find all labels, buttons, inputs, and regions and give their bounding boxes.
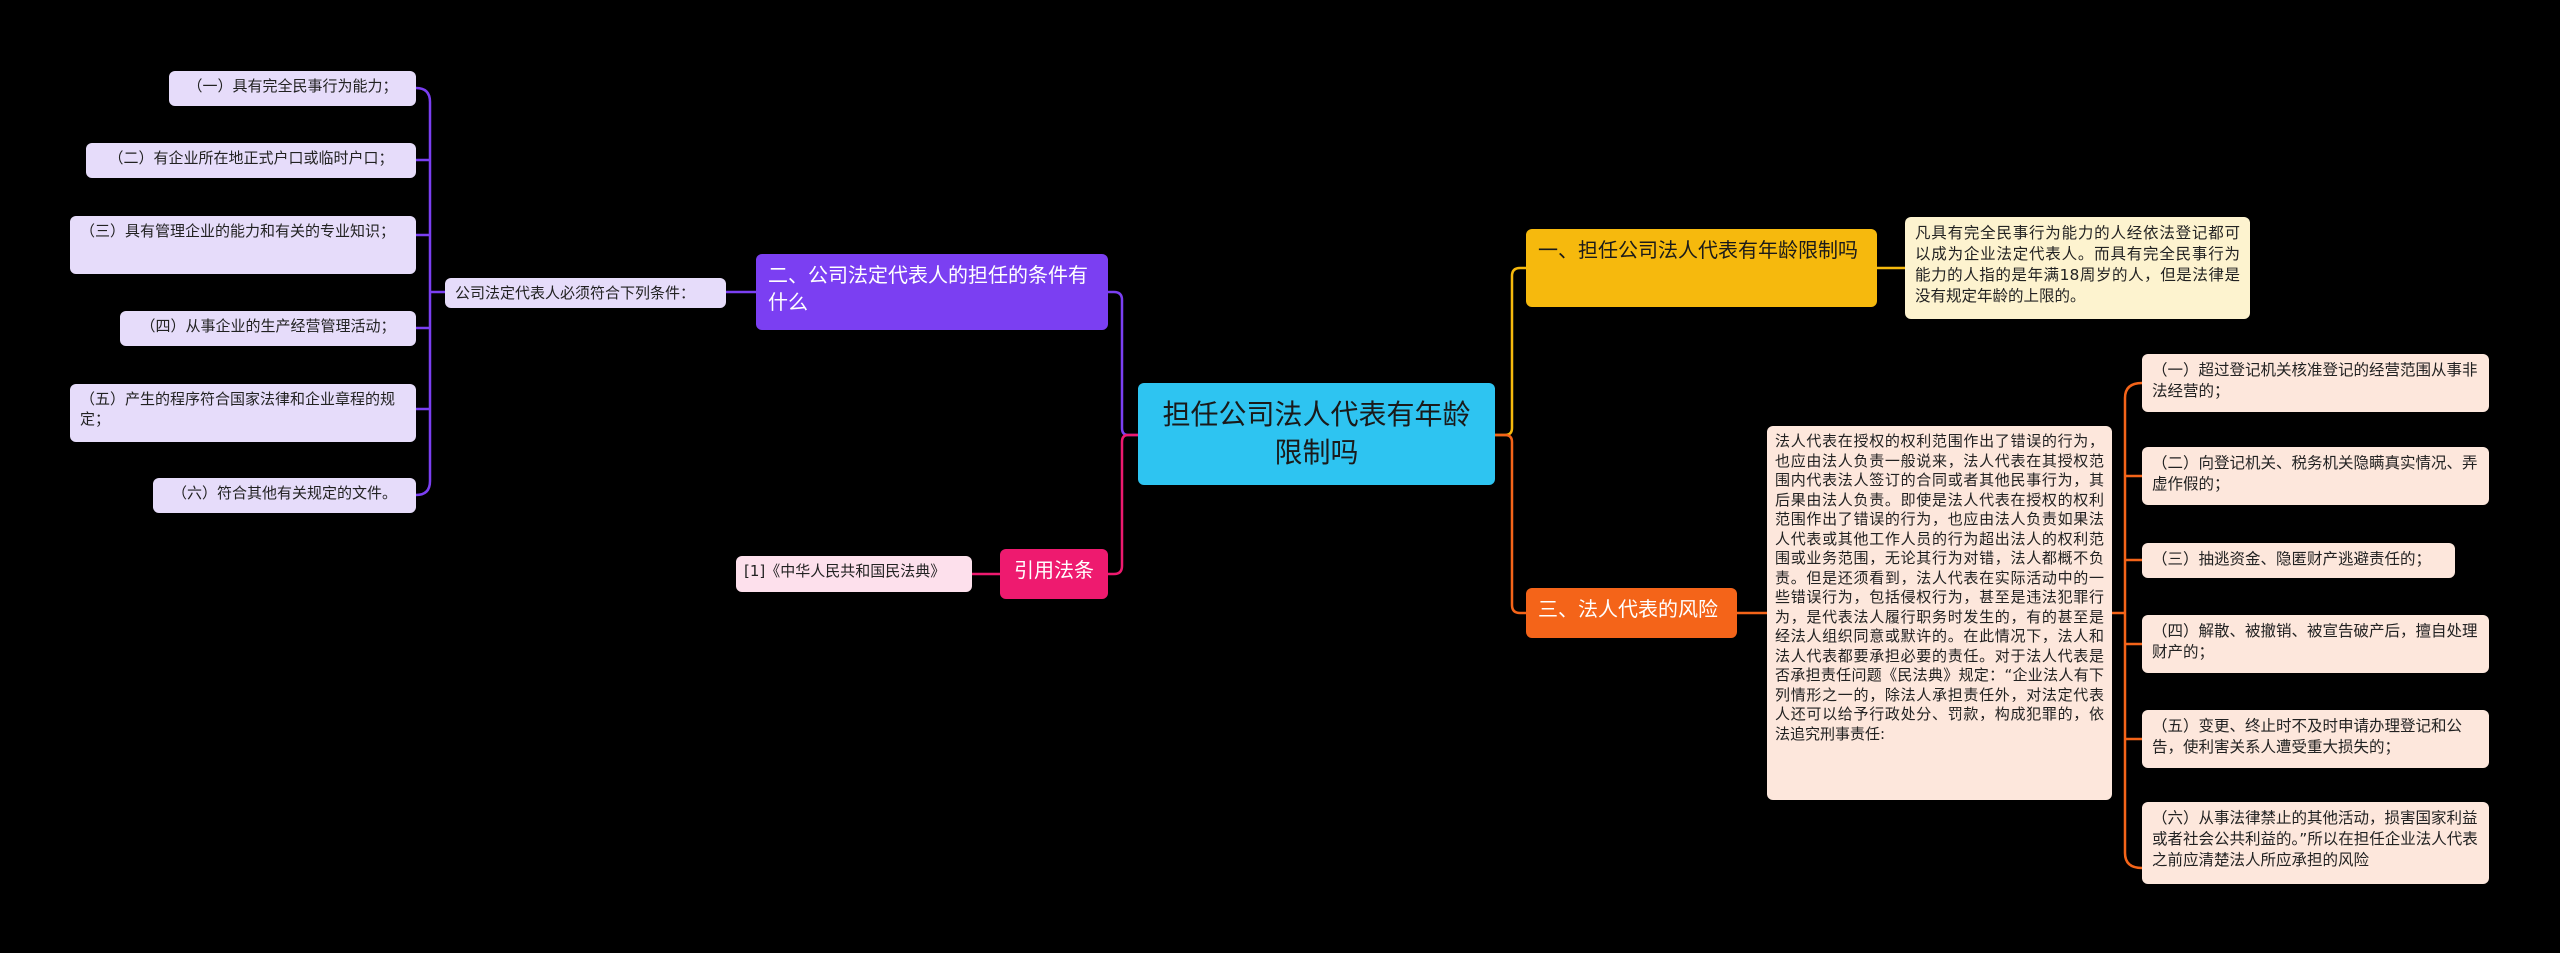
age-limit-text[interactable]: 凡具有完全民事行为能力的人经依法登记都可以成为企业法定代表人。而具有完全民事行为…	[1905, 217, 2250, 319]
risk-item-label: （二）向登记机关、税务机关隐瞒真实情况、弄虚作假的；	[2152, 454, 2478, 493]
risk-item-label: （一）超过登记机关核准登记的经营范围从事非法经营的；	[2152, 361, 2478, 400]
condition-item-label: （三）具有管理企业的能力和有关的专业知识；	[80, 222, 396, 240]
branch-conditions[interactable]: 二、公司法定代表人的担任的条件有什么	[756, 254, 1108, 330]
condition-item-label: （六）符合其他有关规定的文件。	[171, 484, 397, 502]
risk-item-4[interactable]: （四）解散、被撤销、被宣告破产后，擅自处理财产的；	[2142, 615, 2489, 673]
branch-risk[interactable]: 三、法人代表的风险	[1526, 588, 1737, 638]
condition-item-label: （一）具有完全民事行为能力；	[187, 77, 398, 95]
risk-item-label: （三）抽逃资金、隐匿财产逃避责任的；	[2152, 550, 2432, 568]
condition-item-3[interactable]: （三）具有管理企业的能力和有关的专业知识；	[70, 216, 416, 274]
risk-item-5[interactable]: （五）变更、终止时不及时申请办理登记和公告，使利害关系人遭受重大损失的；	[2142, 710, 2489, 768]
age-limit-text-label: 凡具有完全民事行为能力的人经依法登记都可以成为企业法定代表人。而具有完全民事行为…	[1915, 224, 2240, 305]
condition-item-label: （五）产生的程序符合国家法律和企业章程的规定；	[80, 390, 396, 429]
branch-age-limit-label: 一、担任公司法人代表有年龄限制吗	[1538, 238, 1858, 262]
risk-item-6[interactable]: （六）从事法律禁止的其他活动，损害国家利益或者社会公共利益的。”所以在担任企业法…	[2142, 802, 2489, 884]
root-topic[interactable]: 担任公司法人代表有年龄限制吗	[1138, 383, 1495, 485]
condition-item-label: （二）有企业所在地正式户口或临时户口；	[108, 149, 394, 167]
risk-item-label: （六）从事法律禁止的其他活动，损害国家利益或者社会公共利益的。”所以在担任企业法…	[2152, 809, 2478, 869]
branch-risk-label: 三、法人代表的风险	[1538, 597, 1718, 621]
branch-law[interactable]: 引用法条	[1000, 549, 1108, 599]
condition-item-1[interactable]: （一）具有完全民事行为能力；	[169, 71, 416, 106]
branch-law-label: 引用法条	[1014, 558, 1094, 582]
conditions-intro[interactable]: 公司法定代表人必须符合下列条件：	[445, 278, 726, 308]
law-item[interactable]: [1]《中华人民共和国民法典》	[736, 556, 972, 592]
risk-text-label: 法人代表在授权的权利范围作出了错误的行为，也应由法人负责一般说来，法人代表在其授…	[1775, 432, 2104, 743]
conditions-intro-label: 公司法定代表人必须符合下列条件：	[455, 284, 696, 302]
risk-item-2[interactable]: （二）向登记机关、税务机关隐瞒真实情况、弄虚作假的；	[2142, 447, 2489, 505]
root-topic-label: 担任公司法人代表有年龄限制吗	[1162, 398, 1471, 469]
law-item-label: [1]《中华人民共和国民法典》	[744, 562, 946, 580]
risk-item-3[interactable]: （三）抽逃资金、隐匿财产逃避责任的；	[2142, 543, 2455, 578]
condition-item-6[interactable]: （六）符合其他有关规定的文件。	[153, 478, 416, 513]
risk-item-1[interactable]: （一）超过登记机关核准登记的经营范围从事非法经营的；	[2142, 354, 2489, 412]
condition-item-5[interactable]: （五）产生的程序符合国家法律和企业章程的规定；	[70, 384, 416, 442]
risk-item-label: （五）变更、终止时不及时申请办理登记和公告，使利害关系人遭受重大损失的；	[2152, 717, 2463, 756]
risk-text[interactable]: 法人代表在授权的权利范围作出了错误的行为，也应由法人负责一般说来，法人代表在其授…	[1767, 426, 2112, 800]
risk-item-label: （四）解散、被撤销、被宣告破产后，擅自处理财产的；	[2152, 622, 2478, 661]
condition-item-label: （四）从事企业的生产经营管理活动；	[140, 317, 396, 335]
condition-item-2[interactable]: （二）有企业所在地正式户口或临时户口；	[86, 143, 416, 178]
condition-item-4[interactable]: （四）从事企业的生产经营管理活动；	[120, 311, 416, 346]
branch-conditions-label: 二、公司法定代表人的担任的条件有什么	[768, 263, 1088, 314]
branch-age-limit[interactable]: 一、担任公司法人代表有年龄限制吗	[1526, 229, 1877, 307]
